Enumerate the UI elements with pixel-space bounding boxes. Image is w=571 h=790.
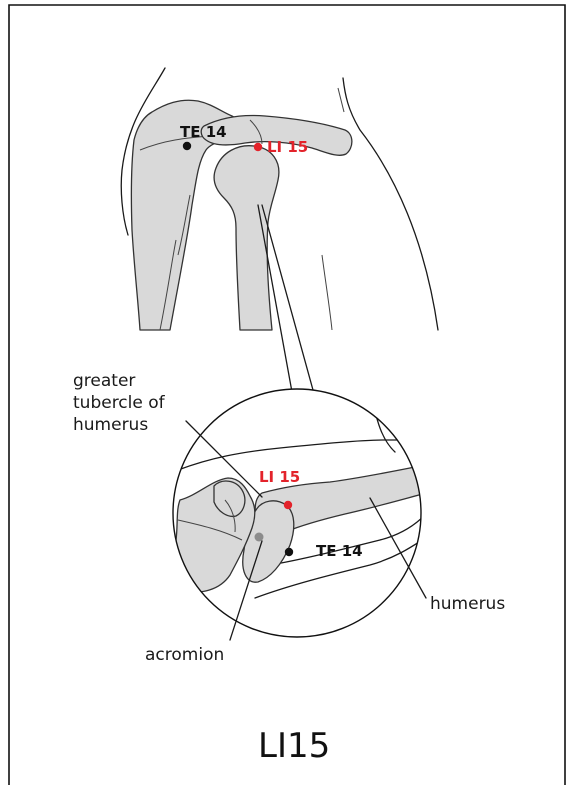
upper-shoulder-illustration: TE 14 LI 15 — [121, 68, 438, 330]
greater-tubercle-label-3: humerus — [73, 415, 148, 435]
greater-tubercle-label-1: greater — [73, 371, 135, 391]
te14-upper-label: TE 14 — [180, 123, 227, 141]
magnified-view: LI 15 TE 14 — [173, 389, 440, 637]
arm-crease — [322, 255, 332, 330]
acromion-marker — [255, 533, 264, 542]
greater-tubercle-label-2: tubercle of — [73, 393, 166, 413]
diagram-title: LI15 — [258, 726, 330, 766]
body-outline-right — [343, 78, 438, 330]
te14-upper-dot — [183, 142, 191, 150]
li15-lower-label: LI 15 — [259, 468, 300, 486]
li15-upper-label: LI 15 — [267, 138, 308, 156]
acromion-label: acromion — [145, 645, 224, 665]
li15-lower-dot — [284, 501, 292, 509]
li15-upper-dot — [254, 143, 262, 151]
humerus-upper — [214, 146, 279, 330]
te14-lower-label: TE 14 — [316, 542, 363, 560]
humerus-label: humerus — [430, 594, 505, 614]
te14-lower-dot — [285, 548, 293, 556]
neck-line — [338, 88, 344, 112]
